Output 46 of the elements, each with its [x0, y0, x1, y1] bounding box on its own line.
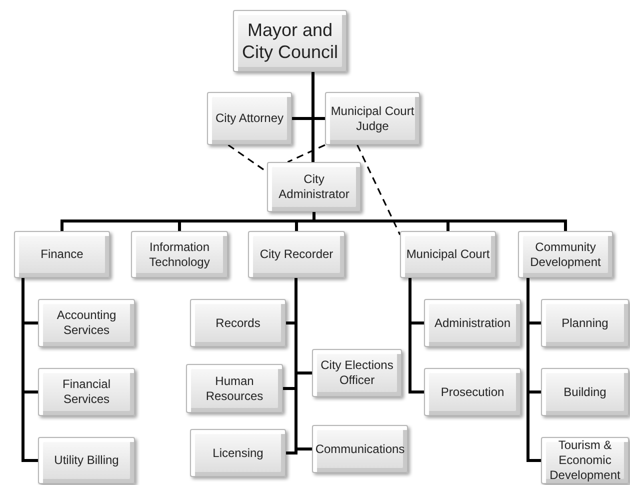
box-label: City Recorder — [260, 247, 334, 262]
org-box — [312, 425, 408, 473]
org-box — [38, 368, 135, 416]
org-box — [207, 92, 292, 145]
box-label: Human Resources — [204, 374, 264, 404]
org-box — [233, 10, 347, 72]
box-label: City Attorney — [215, 111, 284, 126]
box-label: Mayor and City Council — [240, 18, 340, 64]
box-label: Information Technology — [148, 240, 211, 270]
org-box — [267, 162, 361, 212]
box-label: Utility Billing — [54, 453, 119, 468]
box-label: Financial Services — [61, 377, 112, 407]
box-label: Administration — [434, 316, 511, 330]
org-box — [312, 349, 402, 397]
org-box — [190, 299, 286, 347]
org-box — [424, 368, 521, 416]
box-label: Building — [564, 384, 606, 400]
box-label: Tourism & Economic Development — [548, 438, 622, 483]
box-label: Accounting Services — [56, 308, 118, 338]
box-label: Finance — [40, 247, 84, 262]
org-box — [131, 231, 228, 278]
org-box — [541, 437, 629, 484]
org-box — [518, 231, 613, 278]
connector-line — [312, 212, 567, 231]
box-label: Licensing — [212, 446, 264, 460]
box-label: Communications — [315, 442, 405, 456]
box-label: City Elections Officer — [320, 358, 394, 388]
org-box — [541, 299, 629, 347]
box-label: City Administrator — [278, 172, 350, 202]
org-box — [248, 231, 345, 278]
org-box — [400, 231, 496, 278]
org-box — [424, 299, 521, 347]
org-box — [190, 429, 286, 477]
box-label: Municipal Court Judge — [330, 104, 415, 134]
org-box — [325, 92, 420, 145]
org-box — [38, 437, 135, 484]
box-label: Planning — [562, 316, 608, 330]
box-label: Prosecution — [440, 384, 504, 400]
org-box — [541, 368, 629, 416]
org-box — [14, 231, 110, 278]
dashed-connector — [356, 144, 401, 236]
box-label: Municipal Court — [406, 247, 490, 262]
org-box — [38, 299, 135, 347]
box-label: Records — [216, 316, 260, 330]
org-box — [186, 364, 283, 413]
box-label: Community Development — [529, 240, 602, 270]
